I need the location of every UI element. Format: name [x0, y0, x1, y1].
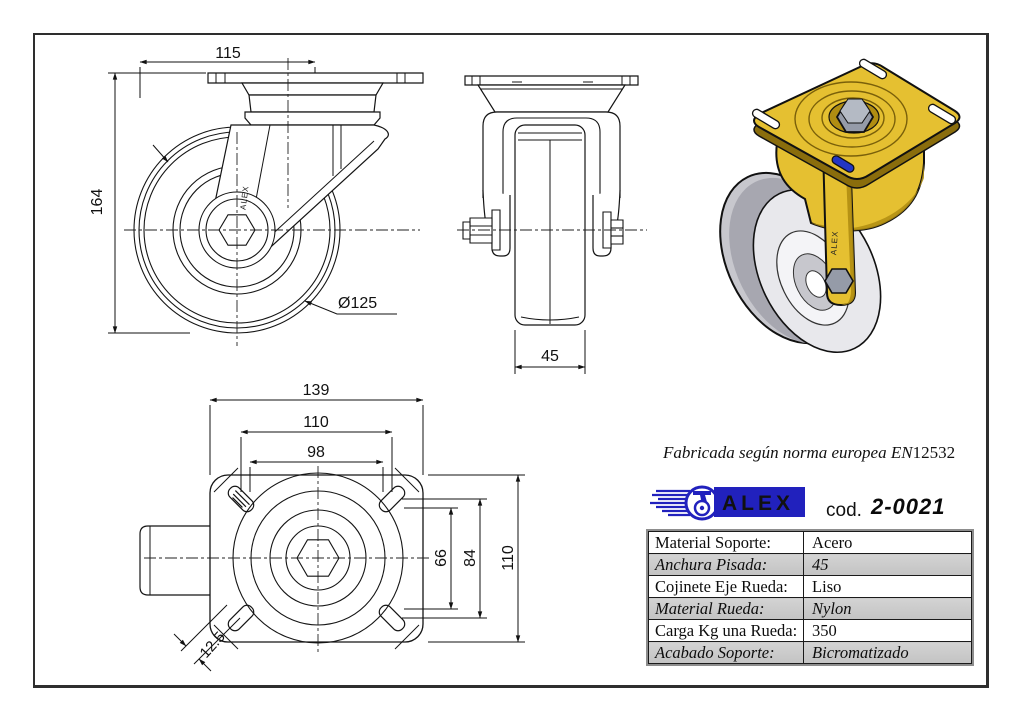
side-axle-nut: [470, 218, 492, 243]
spec-label: Carga Kg una Rueda:: [647, 619, 805, 642]
brand-logo: ALEX: [650, 482, 805, 524]
spec-label: Acabado Soporte:: [647, 641, 805, 664]
dim-plate-width-label: 115: [215, 45, 241, 62]
dim-plate-length-label: 139: [303, 382, 330, 399]
front-dimensions: [108, 59, 397, 333]
spec-value: Bicromatizado: [803, 641, 972, 664]
spec-row: Acabado Soporte: Bicromatizado: [647, 641, 972, 664]
spec-row: Material Rueda: Nylon: [647, 597, 972, 620]
dim-plate-width-label: 110: [500, 545, 517, 571]
render-plate-slot: [751, 108, 781, 130]
dim-tread-width-label: 45: [541, 348, 559, 365]
topview-slot: [226, 484, 256, 514]
spec-table: Material Soporte: Acero Anchura Pisada: …: [646, 529, 974, 666]
spec-value: 350: [803, 619, 972, 642]
render-fork-leg: ALEX: [823, 148, 855, 305]
render-axle-bolt: [825, 269, 853, 293]
side-wheel: [515, 125, 585, 325]
topview-slot: [226, 603, 256, 633]
render-body-shadow: [811, 163, 924, 231]
topview-centerlines: [144, 466, 432, 652]
spec-row: Carga Kg una Rueda: 350: [647, 619, 972, 642]
standard-note-text: Fabricada según norma europea EN: [662, 443, 913, 462]
dim-wheel-diameter-label: Ø125: [338, 295, 377, 312]
logo-text: ALEX: [722, 492, 794, 515]
render-plate-slot-seal: [831, 154, 856, 173]
front-fork-engraving: ALEX: [239, 185, 251, 210]
side-bracket: [465, 76, 638, 112]
topview-slot: [377, 603, 407, 633]
front-top-plate: [208, 73, 423, 83]
front-centerlines: [124, 58, 420, 346]
side-top-plate: [465, 76, 638, 85]
spec-value: 45: [803, 553, 972, 576]
spec-label: Cojinete Eje Rueda:: [647, 575, 805, 598]
topview-slots: [226, 484, 407, 633]
top-view-drawing: 139 110 98 66 84 110 12.5: [130, 382, 545, 692]
dim-slot-span-outer-label: 84: [462, 549, 479, 567]
topview-dimensions: [174, 397, 525, 671]
code-value: 2-0021: [871, 494, 946, 519]
dim-hole-spacing-long-label: 110: [303, 414, 329, 431]
logo-speed-lines: [650, 491, 690, 515]
standard-note: Fabricada según norma europea EN12532: [627, 443, 991, 463]
dim-hole-spacing-short-label: 98: [307, 444, 325, 461]
topview-corner-chamfers: [214, 468, 419, 649]
logo-caster-icon: [686, 487, 718, 519]
dim-height-label: 164: [89, 189, 106, 216]
render-leg-engraving: ALEX: [829, 230, 840, 255]
standard-note-number: 12532: [912, 443, 956, 462]
side-dimensions: [515, 330, 585, 374]
render-plate-slot: [927, 103, 957, 125]
spec-label: Material Soporte:: [647, 531, 805, 554]
spec-label: Anchura Pisada:: [647, 553, 805, 576]
front-fork-lines: [216, 73, 405, 240]
drawing-frame: 115 164 Ø125 ALEX: [33, 33, 989, 688]
code-label: cod.: [826, 500, 862, 521]
spec-row: Material Soporte: Acero: [647, 531, 972, 554]
logo-box: [714, 487, 805, 517]
dim-slot-span-inner-label: 66: [433, 549, 450, 567]
spec-value: Liso: [803, 575, 972, 598]
spec-value: Acero: [803, 531, 972, 554]
topview-wheel: [140, 526, 215, 595]
render-top-plate: [751, 58, 959, 188]
side-view-drawing: 45: [455, 40, 650, 380]
spec-row: Anchura Pisada: 45: [647, 553, 972, 576]
topview-slot: [377, 484, 407, 514]
spec-value: Nylon: [803, 597, 972, 620]
spec-row: Cojinete Eje Rueda: Liso: [647, 575, 972, 598]
render-swivel-race: [795, 82, 907, 156]
render-3d: ALEX: [715, 53, 977, 368]
spec-label: Material Rueda:: [647, 597, 805, 620]
render-plate-slot: [858, 58, 888, 80]
front-view-drawing: 115 164 Ø125 ALEX: [89, 45, 454, 380]
